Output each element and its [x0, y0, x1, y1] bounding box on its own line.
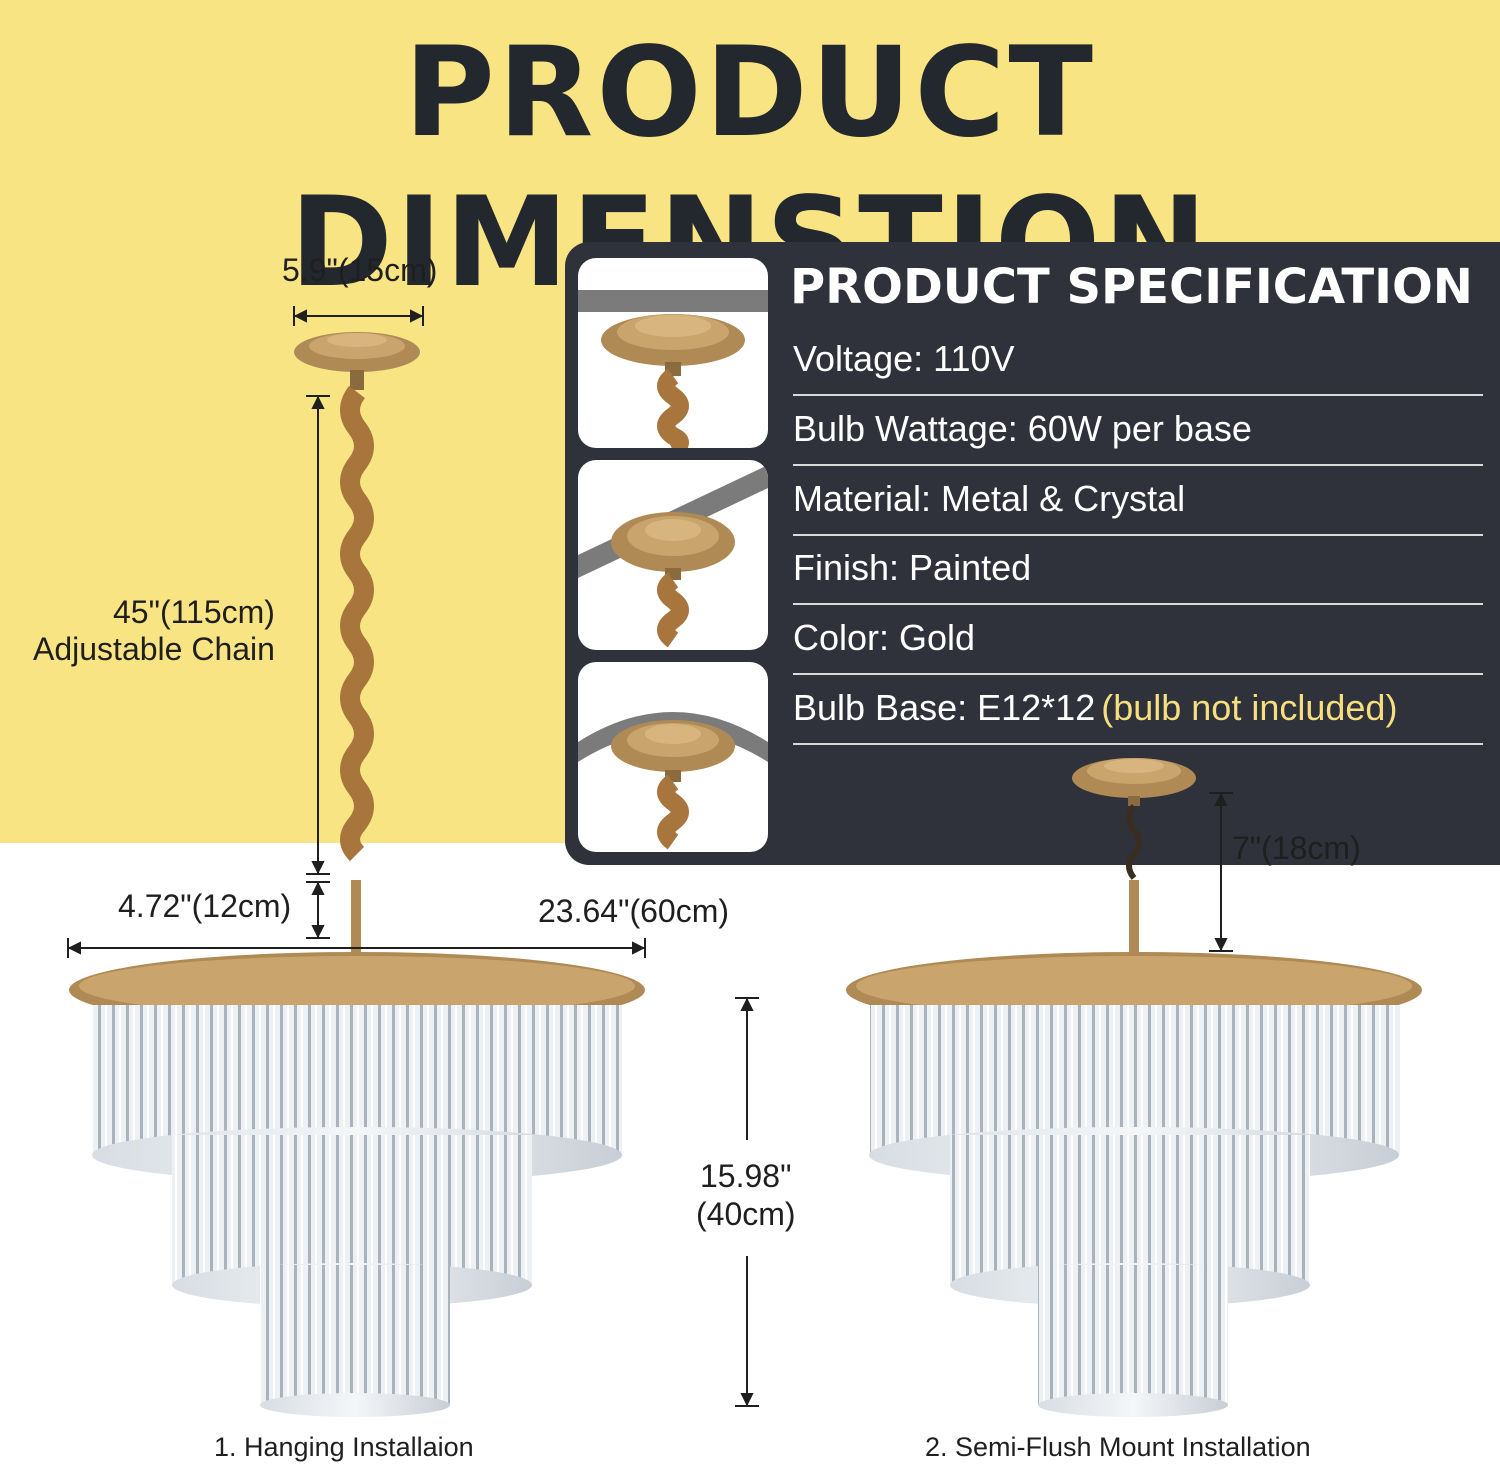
height-cm-label: (40cm): [696, 1196, 796, 1232]
spec-voltage: Voltage: 110V: [793, 324, 1483, 396]
height-inch-label: 15.98": [700, 1158, 792, 1194]
spec-color: Color: Gold: [793, 603, 1483, 675]
flush-drop-label: 7"(18cm): [1232, 830, 1361, 866]
thumbnail-vaulted-ceiling: [578, 662, 768, 852]
spec-bulb-base-row: Bulb Base: E12*12(bulb not included): [793, 673, 1483, 745]
diameter-label: 23.64"(60cm): [538, 893, 729, 929]
hanging-chandelier: [69, 332, 645, 1417]
flat-ceiling-mount-image: [578, 290, 768, 448]
canopy-width-label: 5.9"(15cm): [282, 252, 438, 288]
thumbnail-flat-ceiling: [578, 258, 768, 448]
dimension-lines: [67, 306, 1233, 1407]
spec-bulb-note: (bulb not included): [1101, 687, 1398, 728]
spec-bulb-base: Bulb Base: E12*12: [793, 687, 1096, 728]
sloped-ceiling-mount-image: [578, 465, 768, 648]
spec-wattage: Bulb Wattage: 60W per base: [793, 394, 1483, 466]
spec-material: Material: Metal & Crystal: [793, 464, 1483, 536]
chain-note-label: Adjustable Chain: [33, 631, 275, 667]
specification-panel: PRODUCT SPECIFICATION Voltage: 110V Bulb…: [565, 242, 1500, 865]
vaulted-ceiling-mount-image: [578, 712, 768, 850]
semi-flush-chandelier: [846, 758, 1422, 1417]
caption-hanging: 1. Hanging Installaion: [214, 1432, 474, 1462]
caption-semi-flush: 2. Semi-Flush Mount Installation: [925, 1432, 1311, 1462]
rod-length-label: 4.72"(12cm): [118, 888, 292, 924]
thumbnail-sloped-ceiling: [578, 460, 768, 650]
spec-heading: PRODUCT SPECIFICATION: [790, 259, 1473, 315]
chain-length-label: 45"(115cm): [113, 594, 275, 630]
spec-finish: Finish: Painted: [793, 533, 1483, 605]
